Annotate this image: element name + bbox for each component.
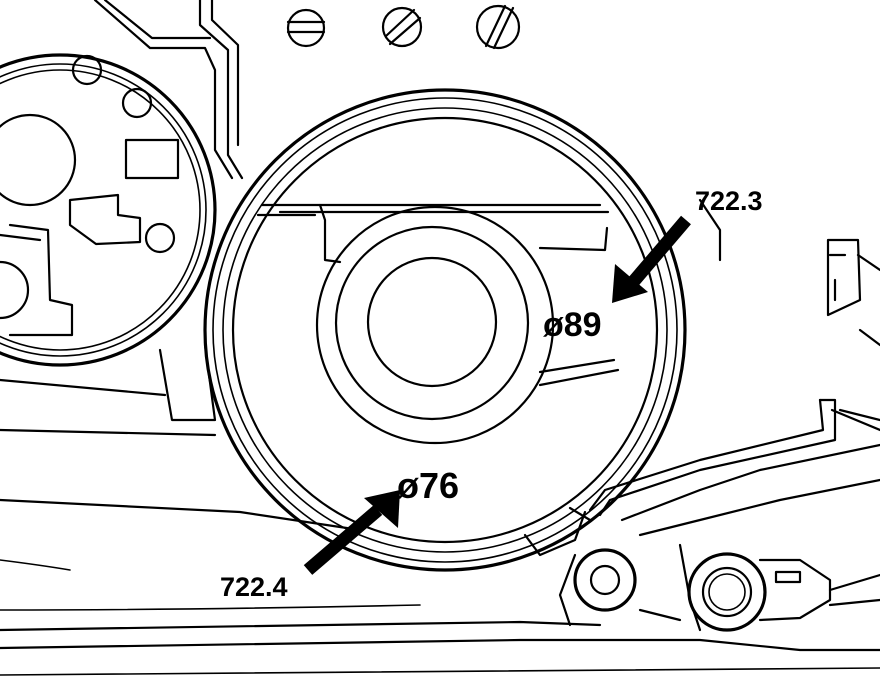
ring-outer-edge (203, 88, 687, 572)
hub-bore (366, 256, 498, 388)
screw-3-icon (475, 4, 521, 50)
label-diameter-76: ø76 (397, 465, 459, 506)
left-gear-hole-1 (71, 54, 103, 86)
main-seal-ring (203, 88, 687, 572)
hub-middle (334, 225, 530, 421)
callout-arrow-722-3 (612, 215, 691, 303)
left-bushing (573, 548, 637, 612)
screw-1-icon (286, 8, 326, 48)
left-gear-hole-3 (144, 222, 176, 254)
right-bushing (687, 552, 767, 632)
callout-arrow-722-4 (303, 490, 400, 575)
label-722-3: 722.3 (695, 186, 763, 216)
left-gear-hole-2 (121, 87, 153, 119)
label-diameter-89: ø89 (543, 306, 602, 344)
left-gear (0, 53, 217, 367)
top-screws (286, 4, 521, 50)
ring-inner-edge (231, 116, 659, 544)
left-gear-slot (124, 138, 180, 180)
hub-outer (315, 205, 555, 445)
left-gear-hub (0, 113, 77, 207)
label-722-4: 722.4 (220, 572, 288, 602)
right-linkage (558, 198, 880, 632)
screw-2-icon (381, 6, 423, 48)
